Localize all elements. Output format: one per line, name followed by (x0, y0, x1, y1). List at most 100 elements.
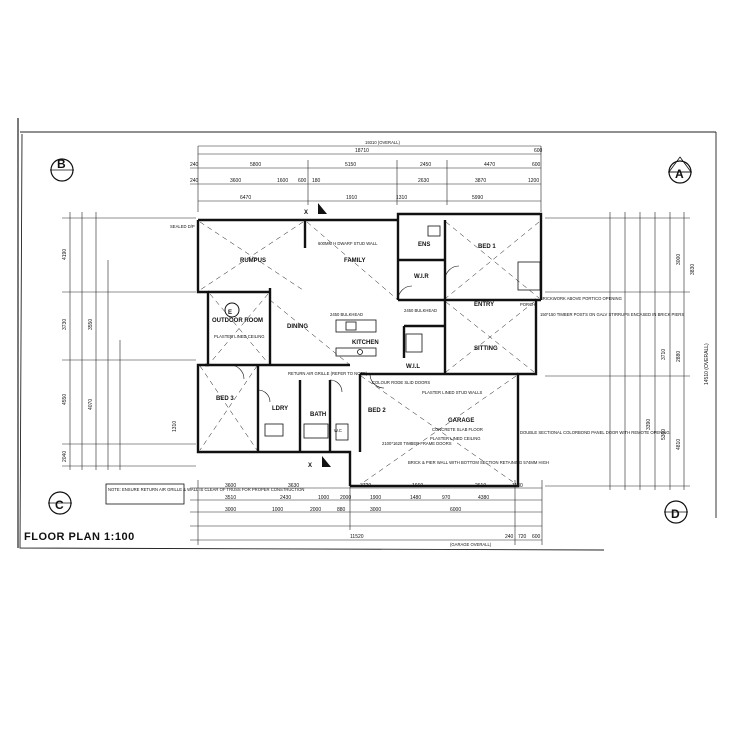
dim-right-0: 3000 (676, 254, 682, 265)
section-marker-top: X (304, 203, 327, 216)
dim-right-5: 5360 (661, 429, 667, 440)
fixtures (264, 225, 541, 441)
dim-bot-overall-3: 600 (532, 534, 541, 540)
dim-left-6: 1310 (172, 421, 178, 432)
note-stud-wall: 600MM H DWARF STUD WALL (318, 241, 378, 246)
dim-top-r2-4: 4470 (484, 162, 495, 168)
section-marker-bottom: X (308, 456, 331, 469)
dim-top-r4-1: 1910 (346, 195, 357, 201)
note-sliding-doors: COLOUR RODE SLID DOORS (372, 380, 430, 385)
room-bed3: BED 3 (216, 396, 234, 402)
dim-top-r3-3: 600 (298, 178, 307, 184)
bottom-dimensions (190, 480, 543, 545)
room-wil: W.I.L (406, 364, 420, 370)
note-timber-posts: 150*150 TIMBER POSTS ON GALV STIRRUPS EN… (540, 312, 684, 317)
top-dimensions (190, 145, 542, 212)
room-rumpus: RUMPUS (240, 258, 266, 264)
dim-left-3: 2040 (62, 451, 68, 462)
dim-bot-r1-3: 3630 (288, 483, 299, 489)
dim-right-3: 3390 (646, 419, 652, 430)
note-brickwork: BRICKWORK ABOVE PORTICO OPENING (540, 296, 622, 301)
dim-left-1: 3730 (62, 319, 68, 330)
dim-top-r3-4: 180 (312, 178, 321, 184)
dim-top-r3-5: 2630 (418, 178, 429, 184)
dim-top-r4-0: 6470 (240, 195, 251, 201)
room-bath: BATH (310, 412, 326, 418)
dim-top-r1-a: 18710 (355, 148, 369, 154)
dim-right-1: 3830 (690, 264, 696, 275)
svg-text:X: X (304, 210, 308, 216)
dim-bot-r2-2: 1000 (318, 495, 329, 501)
dim-bot-r2-6: 970 (442, 495, 451, 501)
note-plaster-stud: PLASTER LINED STUD WALLS (422, 390, 483, 395)
svg-text:E: E (228, 310, 232, 316)
right-dimensions (545, 212, 690, 490)
dim-bot-r3-6: 6000 (450, 507, 461, 513)
dim-top-r2-3: 2450 (420, 162, 431, 168)
frame-inner-border (19, 133, 605, 551)
dim-bot-r2-1: 2430 (280, 495, 291, 501)
note-bulkhead: 2450 BULKHEAD (330, 312, 363, 317)
dim-bot-r1-1: 3600 (225, 483, 236, 489)
svg-text:B: B (57, 157, 66, 171)
note-return-air: NOTE: ENSURE RETURN AIR GRILLE & WALL IS… (108, 487, 304, 492)
note-brick-pier: BRICK & PIER WALL WITH BOTTOM SECTION RE… (408, 460, 549, 465)
room-garage-note1: CONCRETE SLAB FLOOR (432, 427, 483, 432)
grid-marker-e: E (224, 302, 240, 318)
note-return-grille: RETURN AIR GRILLE (REFER TO NOTE) (288, 371, 368, 376)
dim-top-r2-0: 240 (190, 162, 199, 168)
room-family: FAMILY (344, 258, 365, 264)
grid-marker-a: A (668, 156, 692, 184)
room-kitchen: KITCHEN (352, 340, 379, 346)
dim-bot-overall-1: 240 (505, 534, 514, 540)
room-wir: W.I.R (414, 274, 429, 280)
note-timber-frame: 2100*1620 TIMBER FRAME DOORS (382, 441, 452, 446)
room-outdoor-note: PLASTER LINED CEILING (214, 334, 265, 339)
dim-top-r3-0: 240 (190, 178, 199, 184)
dim-bot-overall-2: 720 (518, 534, 527, 540)
grid-marker-c: C (48, 491, 72, 515)
dim-bot-r2-4: 1900 (370, 495, 381, 501)
svg-text:C: C (55, 498, 64, 512)
dim-left-4: 3550 (88, 319, 94, 330)
dim-right-7: 2880 (676, 351, 682, 362)
svg-text:D: D (671, 507, 680, 521)
room-outdoor: OUTDOOR ROOM (212, 318, 263, 324)
room-garage-note2: PLASTER LINED CEILING (430, 436, 481, 441)
dim-top-r4-3: 5990 (472, 195, 483, 201)
note-double-sectional: DOUBLE SECTIONAL COLORBOND PANEL DOOR WI… (520, 430, 670, 435)
dim-bot-r3-3: 2000 (310, 507, 321, 513)
room-bed2: BED 2 (368, 408, 386, 414)
ceiling-diagonals (199, 221, 540, 485)
dim-top-r3-2: 1600 (277, 178, 288, 184)
room-ldry: LDRY (272, 406, 288, 412)
dim-overall-top: 19310 (OVERALL) (365, 140, 401, 145)
note-bulkhead-2: 2450 BULKHEAD (404, 308, 437, 313)
left-dimensions (62, 212, 196, 470)
dim-top-r1-b: 600 (534, 148, 543, 154)
dim-top-r3-7: 1200 (528, 178, 539, 184)
plan-title: FLOOR PLAN 1:100 (24, 531, 135, 543)
room-garage: GARAGE (448, 418, 474, 424)
grid-marker-d: D (664, 500, 688, 524)
svg-text:A: A (675, 167, 684, 181)
dim-right-4: 4810 (676, 439, 682, 450)
dim-top-r4-2: 1310 (396, 195, 407, 201)
dim-top-r3-1: 3600 (230, 178, 241, 184)
dim-top-r3-6: 3870 (475, 178, 486, 184)
grid-marker-b: B (50, 157, 74, 182)
building-walls (196, 212, 543, 488)
room-sitting: SITTING (474, 346, 498, 352)
note-box (105, 483, 185, 505)
dim-bot-r3-4: 880 (337, 507, 346, 513)
room-dining: DINING (287, 324, 308, 330)
dim-bot-r2-3: 2000 (340, 495, 351, 501)
dim-top-r2-1: 5800 (250, 162, 261, 168)
dim-bot-r3-5: 3000 (370, 507, 381, 513)
dim-bot-r2-0: 3510 (225, 495, 236, 501)
room-bed1: BED 1 (478, 244, 496, 250)
svg-text:X: X (308, 463, 312, 469)
dim-left-5: 4070 (88, 399, 94, 410)
